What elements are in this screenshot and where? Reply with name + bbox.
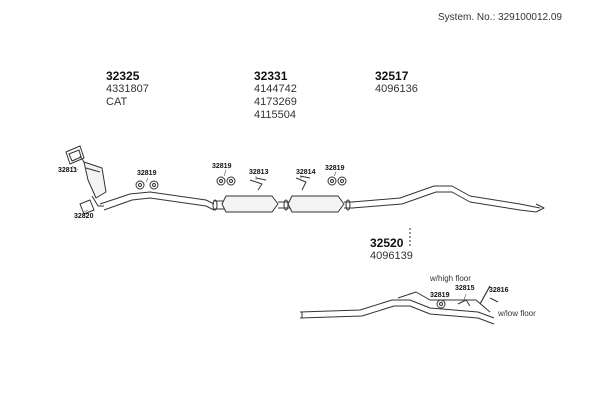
note-high-floor: w/high floor	[429, 274, 471, 283]
middle-silencer	[212, 195, 296, 213]
part-group-32517: 32517 4096136	[375, 70, 418, 96]
part-group-32520: 32520 4096139	[370, 237, 413, 263]
part-group-32331: 32331 4144742 4173269 4115504	[254, 70, 297, 122]
part-ref: 4144742	[254, 83, 297, 95]
leader-lines	[71, 165, 467, 302]
part-number-main: 32517	[375, 69, 409, 83]
label-32813: 32813	[249, 169, 269, 176]
part-ref: 4096136	[375, 83, 418, 95]
label-32819: 32819	[430, 292, 450, 299]
label-32819: 32819	[325, 165, 345, 172]
label-32815: 32815	[455, 285, 475, 292]
clamp-icon	[436, 285, 499, 309]
label-32819: 32819	[212, 163, 232, 170]
part-ref: 4331807	[106, 83, 149, 95]
system-number: System. No.: 329100012.09	[438, 12, 562, 23]
part-number-main: 32520	[370, 236, 404, 250]
label-32816: 32816	[489, 287, 509, 294]
tail-pipe	[351, 185, 545, 213]
part-group-32325: 32325 4331807 CAT	[106, 70, 149, 109]
note-low-floor: w/low floor	[497, 309, 536, 318]
part-ref: CAT	[106, 96, 128, 108]
part-ref: 4173269	[254, 96, 297, 108]
front-pipe	[99, 191, 215, 211]
part-number-main: 32325	[106, 69, 140, 83]
clamp-icon	[216, 176, 267, 191]
label-32814: 32814	[296, 169, 316, 176]
part-ref: 4115504	[254, 109, 297, 121]
part-number-main: 32331	[254, 69, 288, 83]
clamp-icon	[295, 175, 347, 191]
label-32819: 32819	[137, 170, 157, 177]
gasket-icon	[135, 180, 159, 190]
rear-silencer	[287, 195, 354, 213]
label-32811: 32811	[58, 167, 77, 174]
label-32820: 32820	[74, 213, 94, 220]
catalytic-converter-icon	[65, 145, 107, 215]
part-ref: 4096139	[370, 250, 413, 262]
